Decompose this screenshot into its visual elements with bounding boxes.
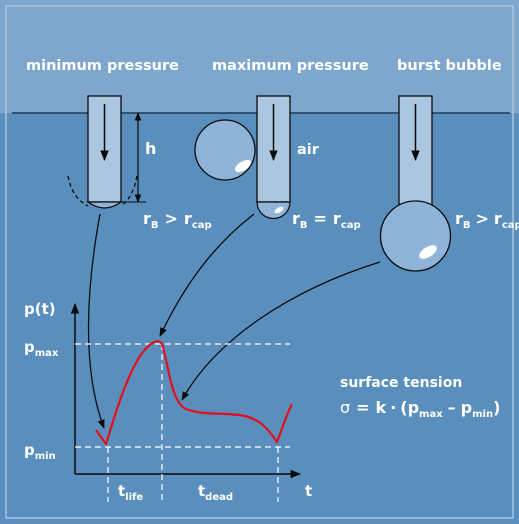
t-life-label: tlife: [118, 482, 143, 503]
outer-frame: [5, 5, 514, 519]
pmax-label: pmax: [24, 338, 59, 359]
t-dead-label: tdead: [198, 482, 233, 503]
caption-minimum-pressure: minimum pressure: [26, 58, 179, 74]
relation-burst: rB>rcap: [455, 209, 519, 231]
relation-max: rB=rcap: [292, 209, 361, 231]
svg-text:rB>rcap: rB>rcap: [143, 209, 212, 231]
pmin-label: pmin: [24, 441, 56, 462]
height-label: h: [145, 139, 156, 158]
pointer-arrow-burst: [181, 261, 381, 401]
formula-title: surface tension: [340, 375, 462, 391]
formula-equation: σ=k·(pmax–pmin): [340, 398, 500, 420]
caption-burst-bubble: burst bubble: [397, 58, 502, 74]
caption-maximum-pressure: maximum pressure: [212, 58, 369, 74]
capillary-max: [194, 95, 291, 220]
pressure-curve: [95, 340, 293, 446]
pointer-arrow-max: [159, 213, 255, 337]
x-axis-label: t: [305, 482, 312, 500]
svg-text:rB=rcap: rB=rcap: [292, 209, 361, 231]
svg-text:rB>rcap: rB>rcap: [455, 209, 519, 231]
guide-lines: [75, 343, 290, 502]
air-region: [0, 0, 519, 113]
capillary-burst: [379, 95, 452, 272]
relation-min: rB>rcap: [143, 209, 212, 231]
graph-axes: [70, 302, 302, 479]
air-label: air: [297, 142, 320, 158]
y-axis-label: p(t): [24, 300, 56, 318]
pointer-arrow-min: [87, 213, 105, 429]
capillary-min: [67, 95, 146, 209]
